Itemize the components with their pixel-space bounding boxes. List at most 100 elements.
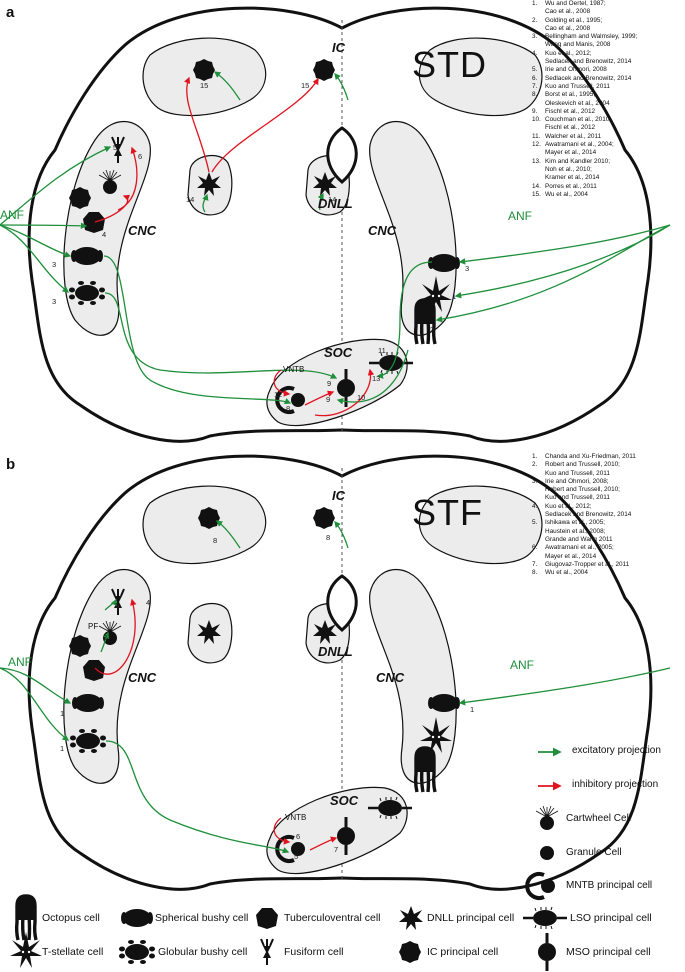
ic-principal-cell-left-b	[198, 507, 220, 529]
reference-line: 2.Robert and Trussell, 2010;	[532, 461, 620, 469]
legend-excitatory: excitatory projection	[572, 745, 661, 756]
label-octopus: Octopus cell	[42, 912, 100, 924]
reference-line: Robert and Trussell, 2010;	[545, 486, 620, 494]
lens-a	[326, 126, 358, 184]
num-a: 9	[327, 379, 332, 388]
num-a: 6	[138, 152, 143, 161]
reference-line: 4.Kuo et al., 2012;	[532, 502, 592, 510]
label-fusiform: Fusiform cell	[284, 946, 344, 958]
cnc-right-region-a	[369, 121, 457, 336]
num-b: 4	[146, 598, 151, 607]
label-globular: Globular bushy cell	[158, 946, 248, 958]
label-mso: MSO principal cell	[566, 946, 651, 958]
soc-label-a: SOC	[324, 345, 353, 360]
num-a: 15	[200, 81, 209, 90]
pf-label-b: PF	[88, 622, 99, 631]
legend-inhibitory: inhibitory projection	[572, 779, 659, 790]
soc-label-b: SOC	[330, 793, 359, 808]
panel-b-diagram	[27, 454, 653, 891]
ic-label-a: IC	[332, 40, 345, 55]
ic-principal-cell-right-a	[313, 59, 335, 81]
num-b: 2	[103, 633, 108, 642]
num-a: 12	[274, 390, 283, 399]
reference-line: 1.Wu and Oertel, 1987;	[532, 0, 606, 7]
ic-principal-cell-left-a	[193, 59, 215, 81]
label-dnll: DNLL principal cell	[427, 912, 515, 924]
num-a: 1	[452, 292, 457, 301]
reference-line: Wang and Manis, 2008	[545, 41, 611, 49]
ic-right-region-b	[418, 485, 543, 565]
legend-granule: Granule Cell	[566, 847, 622, 858]
num-a: 13	[372, 374, 381, 383]
reference-line: Kuo and Trussell, 2011	[545, 494, 610, 502]
anf-right-b: ANF	[510, 658, 534, 672]
num-b: 1	[60, 709, 65, 718]
ic-principal-cell-right-b	[313, 507, 335, 529]
cnc-right-label-a: CNC	[368, 223, 397, 238]
dnll-label-b: DNLL	[318, 644, 353, 659]
num-a: 3	[52, 297, 57, 306]
granule-cell-left-b	[69, 635, 91, 657]
num-a: 8	[286, 404, 291, 413]
label-ic: IC principal cell	[427, 946, 499, 958]
reference-line: 8.Wu et al., 2004	[532, 569, 588, 577]
reference-line: Cao et al., 2008	[545, 8, 591, 16]
reference-line: Sedlacek and Brenowitz, 2014	[545, 58, 632, 66]
num-b: 7	[334, 845, 339, 854]
label-spherical: Spherical bushy cell	[155, 912, 249, 924]
label-tstellate: T-stellate cell	[42, 946, 104, 958]
reference-line: 4.Kuo et al., 2012;	[532, 49, 592, 57]
num-b: 1	[60, 744, 65, 753]
num-b: 5	[294, 852, 299, 861]
reference-line: Oleskevich et al., 2004	[545, 99, 610, 107]
anf-right-a: ANF	[508, 209, 532, 223]
num-b: 3	[115, 601, 120, 610]
label-lso: LSO principal cell	[570, 912, 652, 924]
cnc-right-label-b: CNC	[376, 670, 405, 685]
num-a: 4	[102, 230, 107, 239]
num-b: 8	[213, 536, 218, 545]
ic-label-b: IC	[332, 488, 345, 503]
num-a: 10	[357, 393, 366, 402]
reference-line: 14.Porres et al., 2011	[532, 182, 597, 190]
legend-symbols	[10, 747, 569, 972]
num-b: 6	[296, 832, 301, 841]
reference-line: 3.Bellingham and Walmsley, 1999;	[532, 33, 638, 41]
reference-line: Grande and Wang 2011	[545, 535, 613, 543]
reference-line: Mayer et al., 2014	[545, 149, 597, 157]
num-b: 1	[470, 705, 475, 714]
num-a: 3	[52, 260, 57, 269]
num-b: 8	[326, 533, 331, 542]
reference-line: 5.Irie and Ohmori, 2008	[532, 66, 607, 74]
lens-b	[326, 574, 358, 632]
num-a: 15	[301, 81, 310, 90]
reference-line: 8.Borst et al., 1995;	[532, 91, 596, 99]
reference-line: Kuo and Trussell, 2011	[545, 469, 610, 477]
ic-right-region-a	[418, 37, 543, 117]
reference-line: 1.Chanda and Xu-Friedman, 2011	[532, 453, 636, 460]
panel-a-label: a	[6, 4, 15, 21]
reference-line: 11.Walcher et al., 2011	[532, 132, 602, 140]
reference-line: 7.Kuo and Trussell, 2011	[532, 82, 610, 90]
dnll-label-a: DNLL	[318, 196, 353, 211]
projections-b	[0, 520, 671, 854]
num-a: 2	[430, 325, 435, 334]
reference-line: 9.Fischl et al., 2012	[532, 107, 596, 115]
reference-line: 13.Kim and Kandler 2010;	[532, 157, 611, 165]
vntb-label-a: VNTB	[283, 365, 305, 374]
reference-line: 2.Golding et al., 1995;	[532, 16, 603, 24]
projections-a	[0, 71, 671, 417]
reference-line: Sedlacek and Brenowitz, 2014	[545, 511, 632, 519]
reference-line: 5.Ishikawa et al., 2005;	[532, 519, 606, 527]
reference-line: Kramer et al., 2014	[545, 174, 600, 182]
num-a: 5	[113, 143, 118, 152]
tuberculoventral-cell-left-b	[83, 660, 105, 681]
legend-cartwheel: Cartwheel Cell	[566, 813, 632, 824]
reference-line: Fischl et al., 2012	[545, 124, 596, 132]
vntb-label-b: VNTB	[285, 813, 307, 822]
legend-mntb: MNTB principal cell	[566, 880, 653, 891]
reference-line: 12.Awatramani et al., 2004;	[532, 141, 614, 149]
anf-left-a: ANF	[0, 208, 24, 222]
cnc-left-label-b: CNC	[128, 670, 157, 685]
